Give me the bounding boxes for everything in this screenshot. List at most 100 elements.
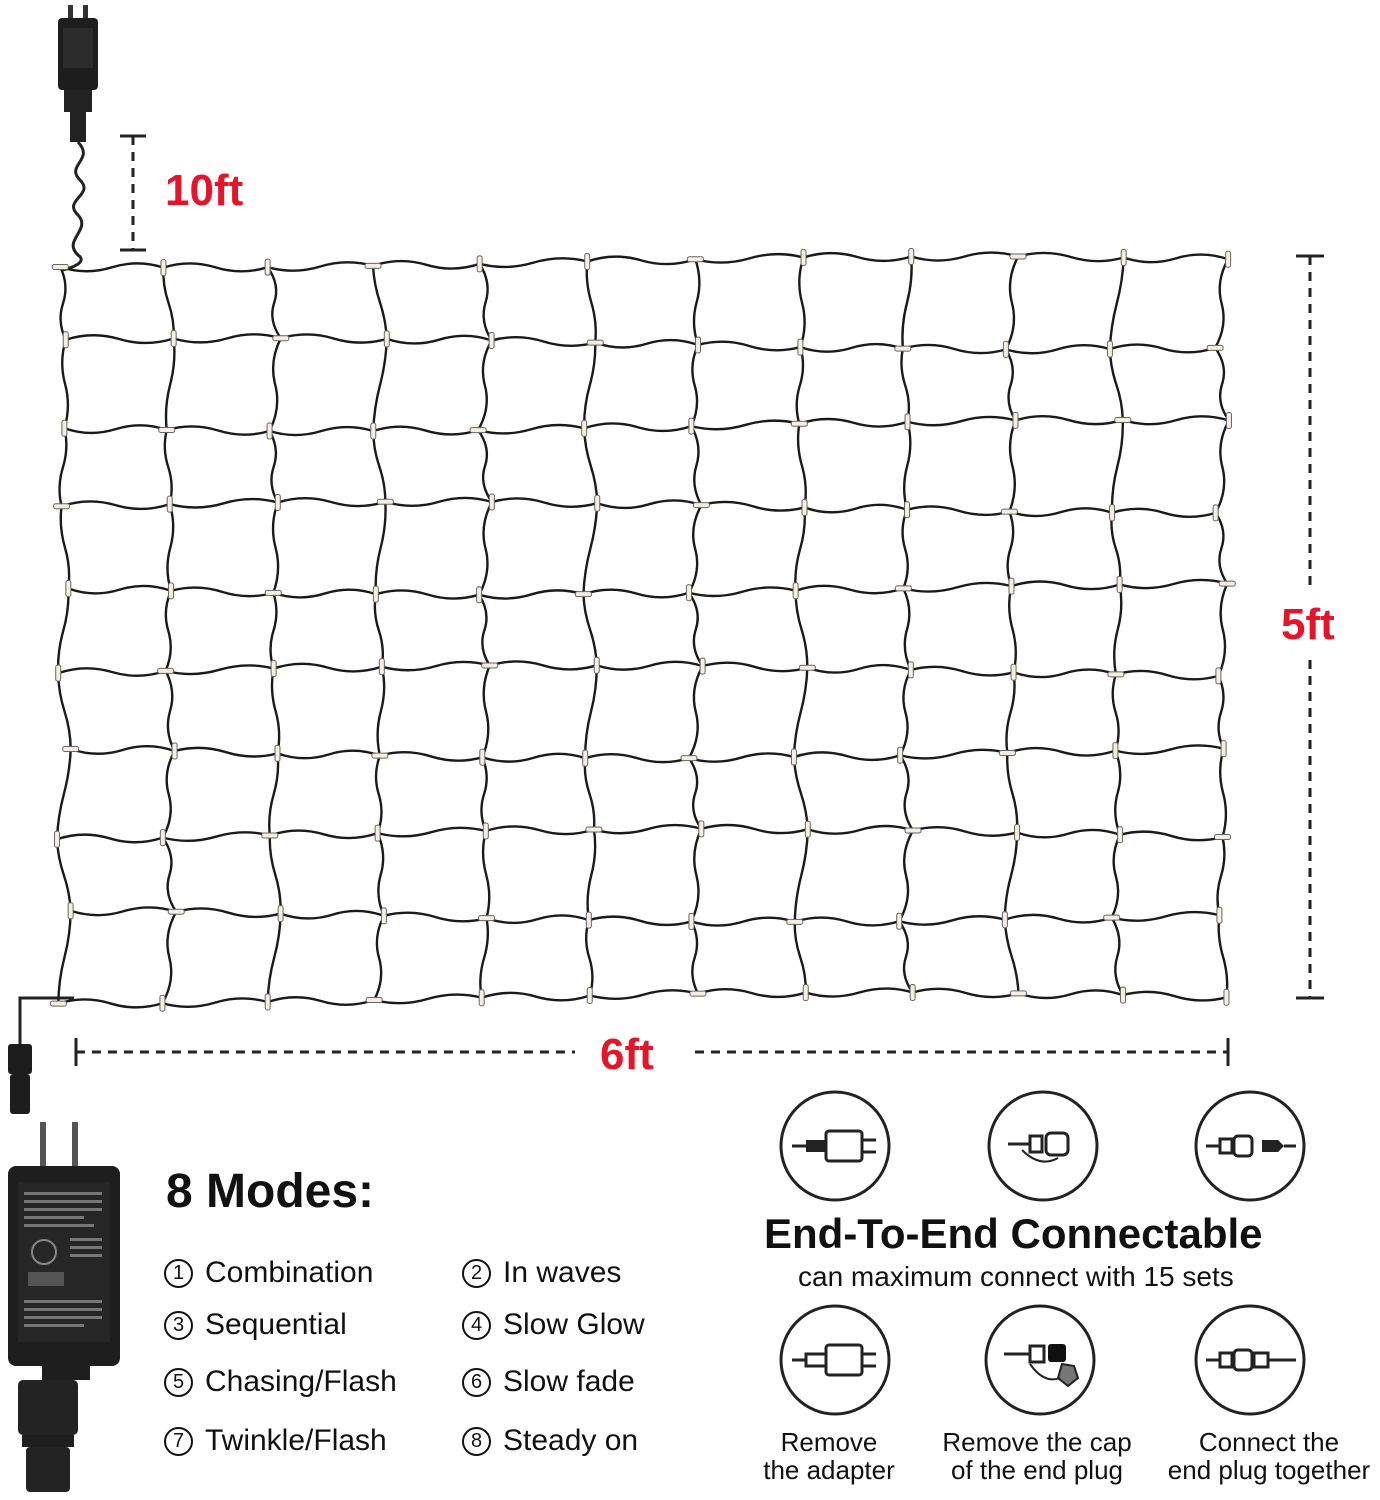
led-bulb <box>1010 663 1017 681</box>
mode-number: 2 <box>462 1258 491 1288</box>
net-wire <box>1217 675 1225 750</box>
cord-length-label: 10ft <box>165 166 244 215</box>
net-wire <box>593 823 702 835</box>
net-wire <box>1216 836 1226 916</box>
net-wire <box>478 263 493 342</box>
led-bulb <box>365 997 383 1004</box>
net-wire <box>583 588 690 599</box>
led-bulb <box>907 661 914 679</box>
net-wire <box>1110 419 1125 513</box>
net-wire <box>906 505 1010 517</box>
led-bulb <box>266 422 273 440</box>
led-bulb <box>469 427 487 434</box>
net-wire <box>688 752 795 763</box>
mode-label: Combination <box>205 1256 374 1289</box>
net-wire <box>794 507 807 591</box>
led-bulb <box>1107 671 1125 678</box>
net-wire <box>486 914 590 925</box>
net-wire <box>1214 347 1230 422</box>
net-wire <box>583 758 596 830</box>
led-bulb <box>476 255 483 273</box>
net-wire <box>688 586 796 598</box>
net-wire <box>383 911 487 923</box>
led-bulb <box>680 755 698 762</box>
mode-number: 3 <box>164 1310 193 1340</box>
net-wire <box>372 431 387 502</box>
net-wire <box>898 920 914 994</box>
mode-item: 1 Combination <box>164 1256 373 1290</box>
led-bulb <box>1212 504 1219 522</box>
net-wire <box>57 667 166 677</box>
net-wire <box>273 662 383 673</box>
led-bulb <box>477 915 495 922</box>
net-wire <box>902 421 912 511</box>
net-wire <box>267 996 375 1006</box>
net-wire <box>381 660 491 672</box>
net-wire <box>793 921 807 993</box>
led-bulb <box>274 744 281 762</box>
net-wire <box>690 920 700 995</box>
adapter-plug-icon <box>779 1304 891 1416</box>
net-wire <box>491 497 598 508</box>
net-wire <box>374 755 383 834</box>
led-bulb <box>692 502 710 509</box>
led-bulb <box>264 589 282 596</box>
led-bulb <box>586 339 604 346</box>
net-wire <box>373 915 385 1001</box>
led-bulb <box>61 419 68 437</box>
net-wire <box>1005 343 1111 355</box>
net-wire <box>479 917 490 998</box>
net-wire <box>477 429 493 503</box>
net-wire <box>1017 251 1125 263</box>
net-wire <box>700 823 809 835</box>
net-wire <box>1004 348 1017 422</box>
net-wire <box>912 987 1019 999</box>
net-wire <box>691 916 796 927</box>
bottom-power-adapter-icon <box>8 1122 120 1492</box>
led-bulb <box>54 830 61 848</box>
led-bulb <box>264 258 271 276</box>
led-bulb <box>160 259 167 277</box>
net-wire <box>1113 584 1123 675</box>
net-wire <box>481 752 586 763</box>
net-wire <box>596 499 702 510</box>
net-wire <box>269 425 374 437</box>
led-bulb <box>998 749 1016 756</box>
net-wire <box>1110 512 1122 585</box>
net-wire <box>1214 258 1230 349</box>
net-wire <box>1004 255 1020 350</box>
led-bulb <box>584 252 591 270</box>
width-dimension-marker <box>74 1038 1230 1066</box>
led-bulb <box>593 656 600 674</box>
net-wire <box>280 909 385 920</box>
led-bulb <box>277 905 284 923</box>
net-wire <box>57 910 72 1004</box>
led-bulb <box>264 993 271 1011</box>
led-bulb <box>1119 986 1126 1004</box>
led-bulb <box>53 503 71 510</box>
step-caption-line: of the end plug <box>950 1455 1124 1485</box>
net-wire <box>1217 915 1229 998</box>
net-wire <box>1111 507 1216 519</box>
net-wire <box>794 916 900 927</box>
top-power-adapter-icon <box>58 5 98 272</box>
led-bulb <box>159 829 166 847</box>
net-wire <box>901 509 909 589</box>
net-wire <box>586 255 696 266</box>
net-wire <box>479 257 588 269</box>
led-bulb <box>1114 416 1132 423</box>
net-wire <box>58 427 68 507</box>
led-bulb <box>1225 250 1232 268</box>
net-wire <box>589 989 699 1000</box>
net-wire <box>898 829 915 922</box>
net-wire <box>807 824 914 835</box>
net-wire <box>268 430 279 504</box>
net-wire <box>269 829 379 840</box>
net-wire <box>272 588 377 599</box>
led-bulb <box>167 582 174 600</box>
mode-number: 5 <box>164 1367 193 1397</box>
net-wire <box>687 757 703 830</box>
net-wire <box>1008 507 1113 518</box>
step-caption-line: end plug together <box>1167 1455 1371 1485</box>
led-bulb <box>51 264 69 271</box>
